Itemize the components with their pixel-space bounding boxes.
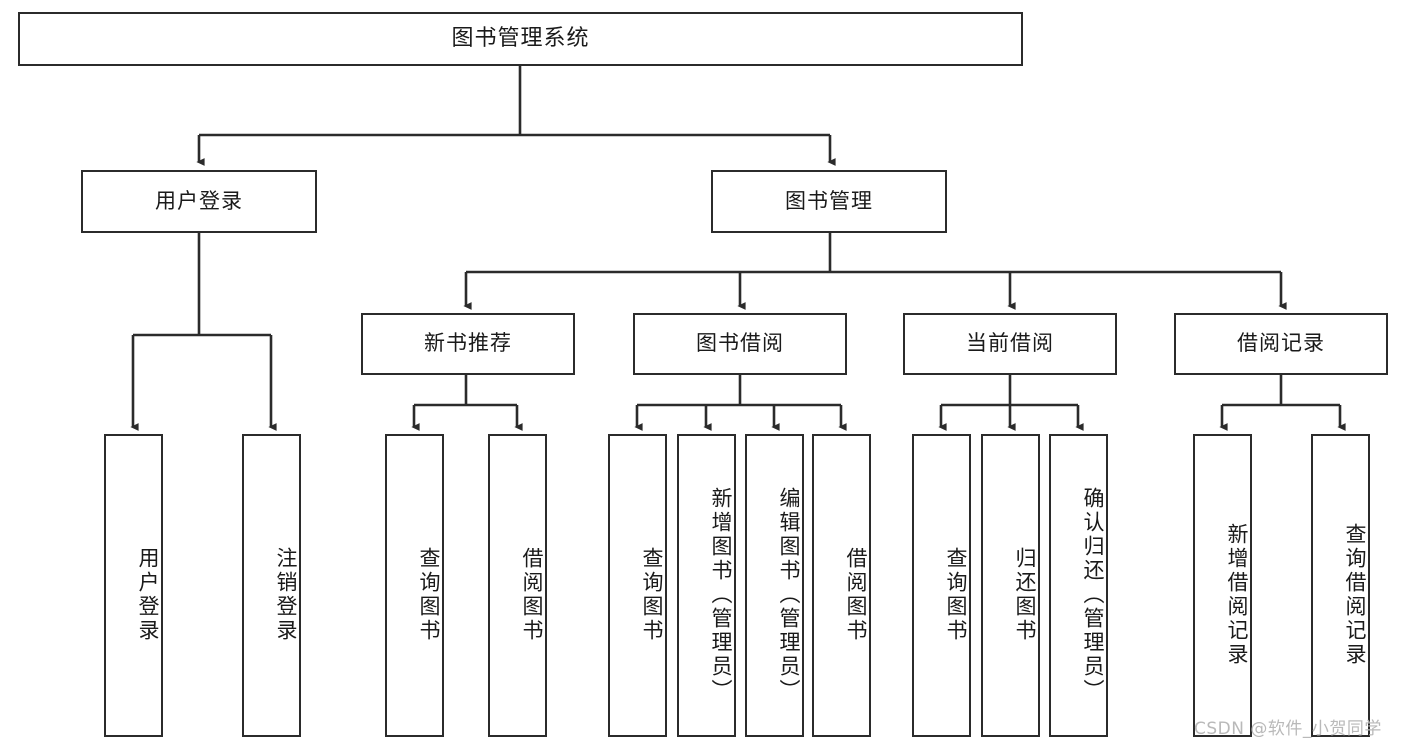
node-current-borrow[interactable]: 当前借阅	[903, 313, 1117, 375]
node-book-management[interactable]: 图书管理	[711, 170, 947, 233]
node-user-login[interactable]: 用户登录	[81, 170, 317, 233]
leaf-label: 用户登录	[136, 546, 160, 643]
leaf-label: 借阅图书	[520, 546, 544, 643]
node-book-borrow[interactable]: 图书借阅	[633, 313, 847, 375]
leaf-label: 查询图书	[944, 546, 968, 643]
leaf-user-login-login[interactable]: 用户登录	[104, 434, 163, 737]
leaf-label: 查询图书	[417, 546, 441, 643]
leaf-current-return-book[interactable]: 归还图书	[981, 434, 1040, 737]
leaf-borrow-edit-book-admin[interactable]: 编辑图书（管理员）	[745, 434, 804, 737]
leaf-label: 编辑图书（管理员）	[777, 486, 801, 703]
leaf-label: 新增借阅记录	[1225, 522, 1249, 667]
leaf-current-confirm-return-admin[interactable]: 确认归还（管理员）	[1049, 434, 1108, 737]
leaf-label: 确认归还（管理员）	[1081, 486, 1105, 703]
leaf-label: 借阅图书	[844, 546, 868, 643]
leaf-label: 注销登录	[274, 546, 298, 643]
leaf-borrow-borrow-book[interactable]: 借阅图书	[812, 434, 871, 737]
leaf-new-book-query[interactable]: 查询图书	[385, 434, 444, 737]
leaf-current-query-book[interactable]: 查询图书	[912, 434, 971, 737]
leaf-label: 查询借阅记录	[1343, 522, 1367, 667]
leaf-label: 归还图书	[1013, 546, 1037, 643]
node-new-book-recommend[interactable]: 新书推荐	[361, 313, 575, 375]
node-borrow-record[interactable]: 借阅记录	[1174, 313, 1388, 375]
leaf-borrow-query-book[interactable]: 查询图书	[608, 434, 667, 737]
leaf-label: 新增图书（管理员）	[709, 486, 733, 703]
leaf-label: 查询图书	[640, 546, 664, 643]
leaf-new-book-borrow[interactable]: 借阅图书	[488, 434, 547, 737]
node-root-book-management-system[interactable]: 图书管理系统	[18, 12, 1023, 66]
leaf-user-login-logout[interactable]: 注销登录	[242, 434, 301, 737]
leaf-borrow-add-book-admin[interactable]: 新增图书（管理员）	[677, 434, 736, 737]
leaf-record-add-record[interactable]: 新增借阅记录	[1193, 434, 1252, 737]
leaf-record-query-record[interactable]: 查询借阅记录	[1311, 434, 1370, 737]
